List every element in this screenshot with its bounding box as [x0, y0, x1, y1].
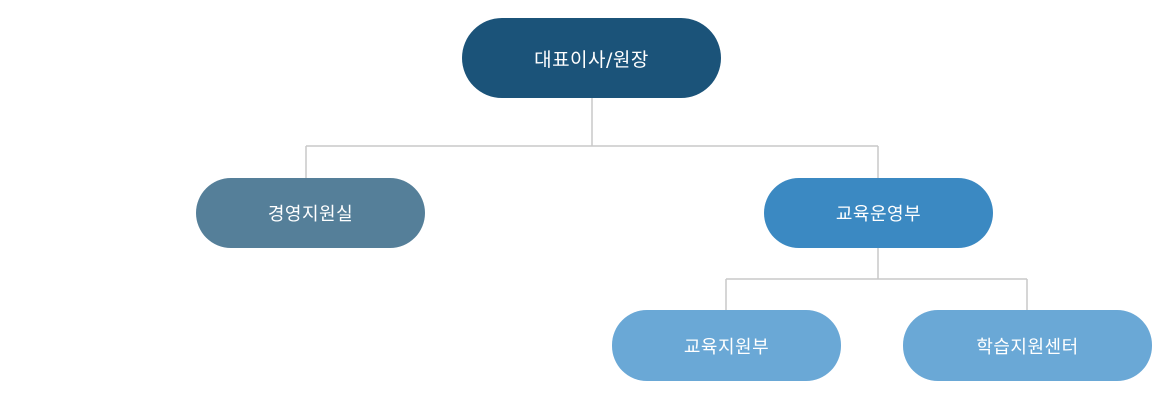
node-management-support: 경영지원실 [196, 178, 425, 248]
node-education-operations-label: 교육운영부 [835, 204, 922, 225]
node-management-support-label: 경영지원실 [267, 204, 354, 225]
node-ceo-label: 대표이사/원장 [534, 48, 649, 71]
node-learning-support-center: 학습지원센터 [903, 310, 1152, 381]
node-education-support: 교육지원부 [612, 310, 841, 381]
node-education-operations: 교육운영부 [764, 178, 993, 248]
node-learning-support-center-label: 학습지원센터 [976, 336, 1079, 358]
node-education-support-label: 교육지원부 [683, 336, 770, 358]
node-ceo: 대표이사/원장 [462, 18, 721, 98]
